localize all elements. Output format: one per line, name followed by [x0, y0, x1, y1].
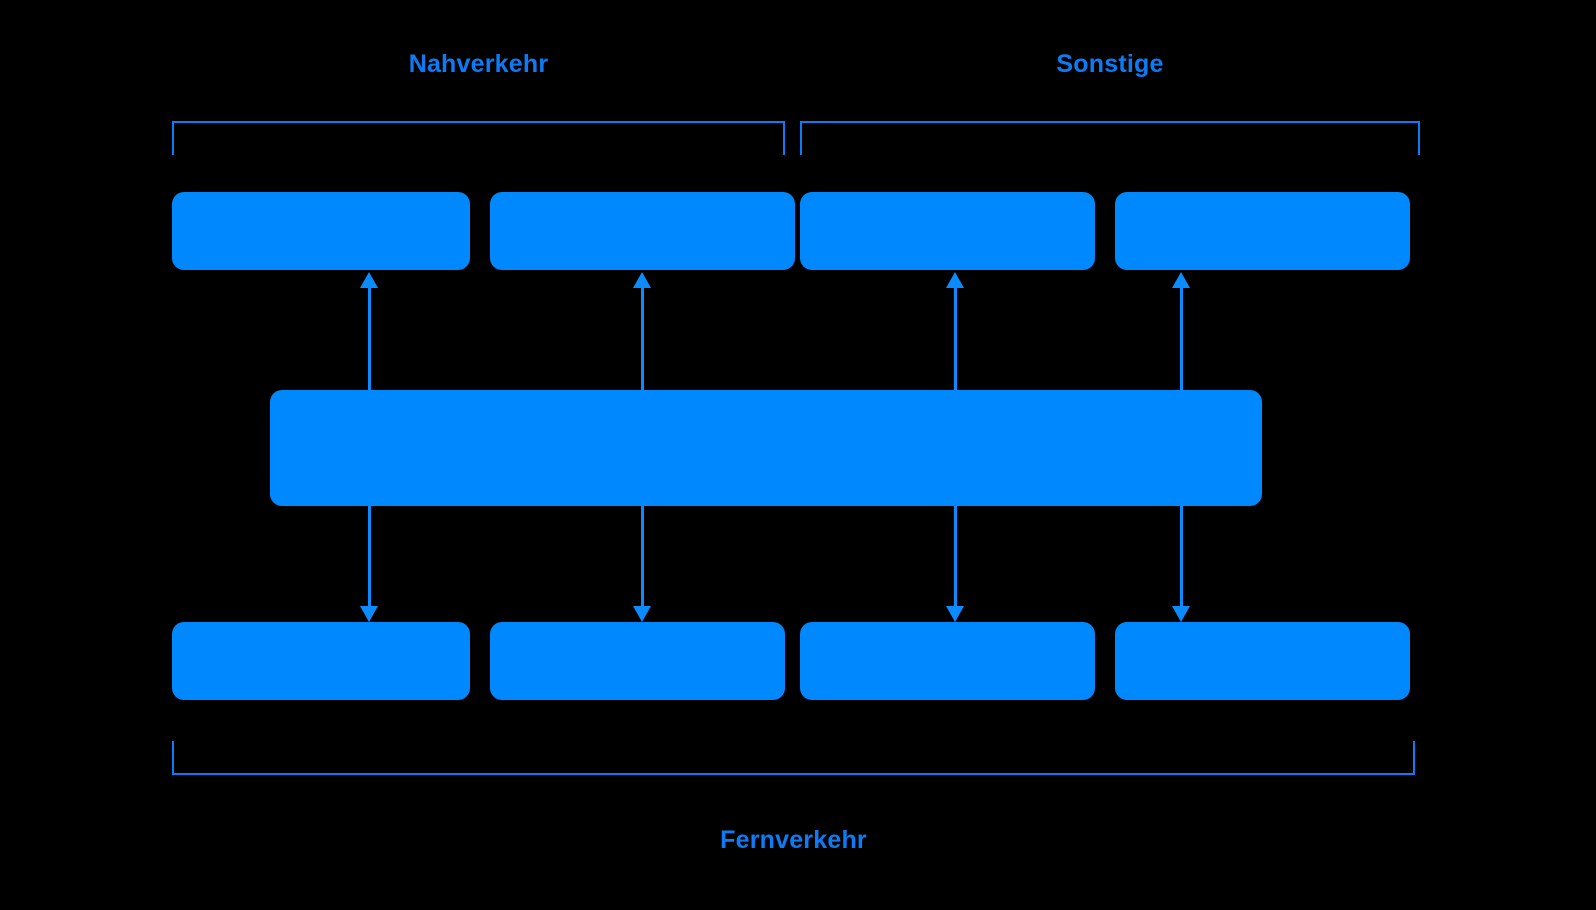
node-box-top-3[interactable]: [800, 192, 1095, 270]
node-box-bottom-1[interactable]: [172, 622, 470, 700]
bracket-fernverkehr: [172, 741, 1415, 775]
group-label-nahverkehr: Nahverkehr: [408, 50, 549, 78]
arrow-shaft: [954, 286, 957, 390]
arrow-down-1: [359, 506, 379, 622]
arrow-shaft: [1180, 506, 1183, 608]
arrow-head-down-icon: [1172, 606, 1190, 622]
arrow-shaft: [1180, 286, 1183, 390]
arrow-head-down-icon: [633, 606, 651, 622]
arrow-head-down-icon: [946, 606, 964, 622]
bracket-sonstige: [800, 121, 1420, 155]
group-label-sonstige: Sonstige: [1056, 50, 1164, 78]
arrow-up-1: [359, 272, 379, 390]
arrow-shaft: [954, 506, 957, 608]
arrow-up-4: [1171, 272, 1191, 390]
arrow-down-3: [945, 506, 965, 622]
arrow-down-4: [1171, 506, 1191, 622]
node-box-top-4[interactable]: [1115, 192, 1410, 270]
arrow-up-2: [632, 272, 652, 390]
node-box-bottom-3[interactable]: [800, 622, 1095, 700]
arrow-shaft: [641, 286, 644, 390]
group-label-fernverkehr: Fernverkehr: [720, 826, 867, 854]
node-box-bottom-4[interactable]: [1115, 622, 1410, 700]
arrow-head-up-icon: [946, 272, 964, 288]
arrow-shaft: [368, 286, 371, 390]
arrow-shaft: [641, 506, 644, 608]
arrow-up-3: [945, 272, 965, 390]
node-box-bottom-2[interactable]: [490, 622, 785, 700]
arrow-shaft: [368, 506, 371, 608]
node-box-top-2[interactable]: [490, 192, 795, 270]
arrow-head-up-icon: [1172, 272, 1190, 288]
node-box-top-1[interactable]: [172, 192, 470, 270]
arrow-head-up-icon: [633, 272, 651, 288]
arrow-head-up-icon: [360, 272, 378, 288]
node-box-center[interactable]: [270, 390, 1262, 506]
arrow-down-2: [632, 506, 652, 622]
arrow-head-down-icon: [360, 606, 378, 622]
bracket-nahverkehr: [172, 121, 785, 155]
